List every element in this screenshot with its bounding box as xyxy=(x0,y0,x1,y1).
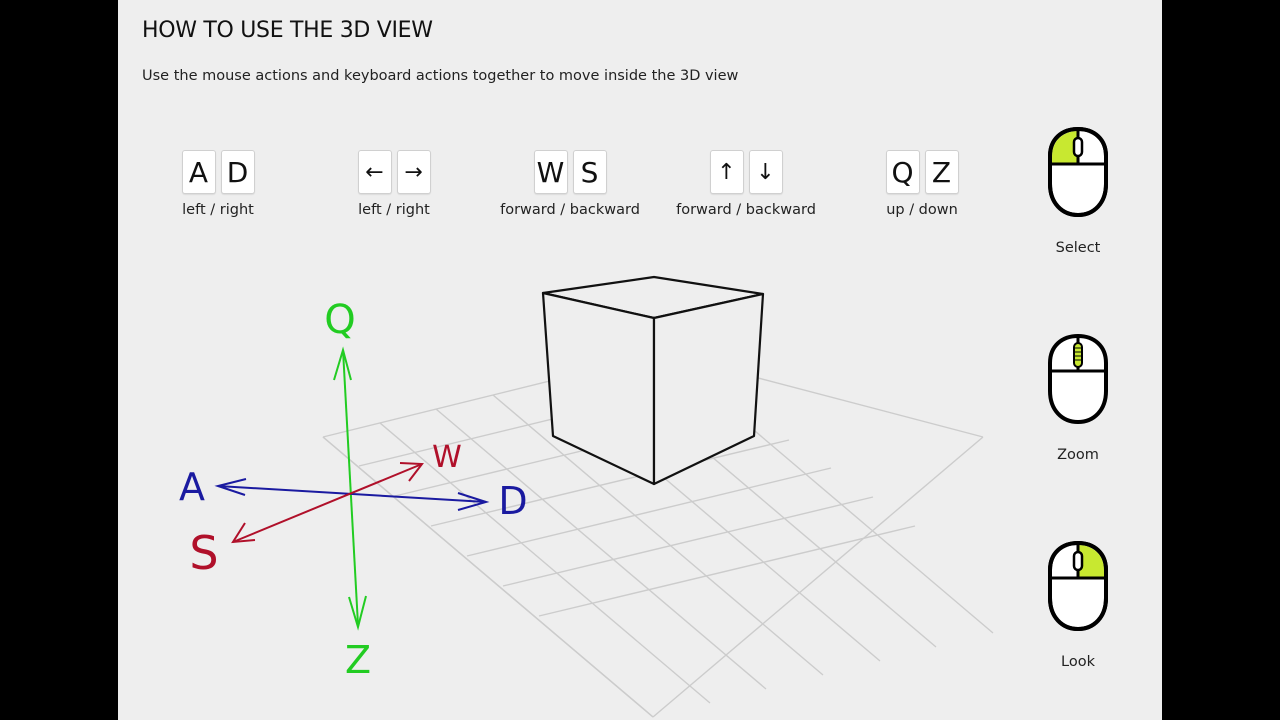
mouse-action-label: Look xyxy=(1061,654,1095,670)
key-s: S xyxy=(572,150,607,194)
axis-label-left: A xyxy=(179,465,205,509)
cube-icon xyxy=(541,275,765,486)
key-w: W xyxy=(533,150,568,194)
key-a: A xyxy=(181,150,216,194)
mouse-left-click-icon xyxy=(1048,126,1108,218)
keygroup-label: left / right xyxy=(358,202,430,218)
arrow-left-key: ← xyxy=(357,150,392,194)
movement-axes: Q Z A D W S xyxy=(179,297,528,682)
page-subtitle: Use the mouse actions and keyboard actio… xyxy=(142,68,739,84)
mouse-action-select: Select xyxy=(1033,126,1123,256)
scene-3d-illustration: Q Z A D W S xyxy=(179,275,994,718)
key-q: Q xyxy=(885,150,920,194)
keygroup-label: forward / backward xyxy=(676,202,816,218)
keygroup-label: forward / backward xyxy=(500,202,640,218)
key-z: Z xyxy=(924,150,959,194)
mouse-action-look: Look xyxy=(1033,540,1123,670)
keygroup-ad: A D left / right xyxy=(133,150,303,218)
key-d: D xyxy=(220,150,255,194)
keygroup-label: up / down xyxy=(886,202,958,218)
help-panel: HOW TO USE THE 3D VIEW Use the mouse act… xyxy=(118,0,1162,720)
arrow-right-key: → xyxy=(396,150,431,194)
keygroup-up-down-arrows: ↑ ↓ forward / backward xyxy=(661,150,831,218)
arrow-down-key: ↓ xyxy=(748,150,783,194)
axis-label-backward: S xyxy=(189,526,218,580)
keygroup-left-right-arrows: ← → left / right xyxy=(309,150,479,218)
mouse-right-click-icon xyxy=(1048,540,1108,632)
mouse-action-label: Zoom xyxy=(1057,447,1099,463)
left-right-axis xyxy=(214,478,490,511)
axis-label-up: Q xyxy=(324,297,355,343)
mouse-action-label: Select xyxy=(1055,240,1101,256)
page-title: HOW TO USE THE 3D VIEW xyxy=(142,18,433,43)
up-down-axis xyxy=(333,346,367,631)
axis-label-right: D xyxy=(498,479,527,523)
arrow-up-key: ↑ xyxy=(709,150,744,194)
keygroup-label: left / right xyxy=(182,202,254,218)
mouse-scroll-wheel-icon xyxy=(1048,333,1108,425)
forward-back-axis xyxy=(231,462,424,544)
mouse-action-zoom: Zoom xyxy=(1033,333,1123,463)
axis-label-down: Z xyxy=(345,638,371,682)
axis-label-forward: W xyxy=(432,440,462,475)
keygroup-ws: W S forward / backward xyxy=(485,150,655,218)
keygroup-qz: Q Z up / down xyxy=(837,150,1007,218)
